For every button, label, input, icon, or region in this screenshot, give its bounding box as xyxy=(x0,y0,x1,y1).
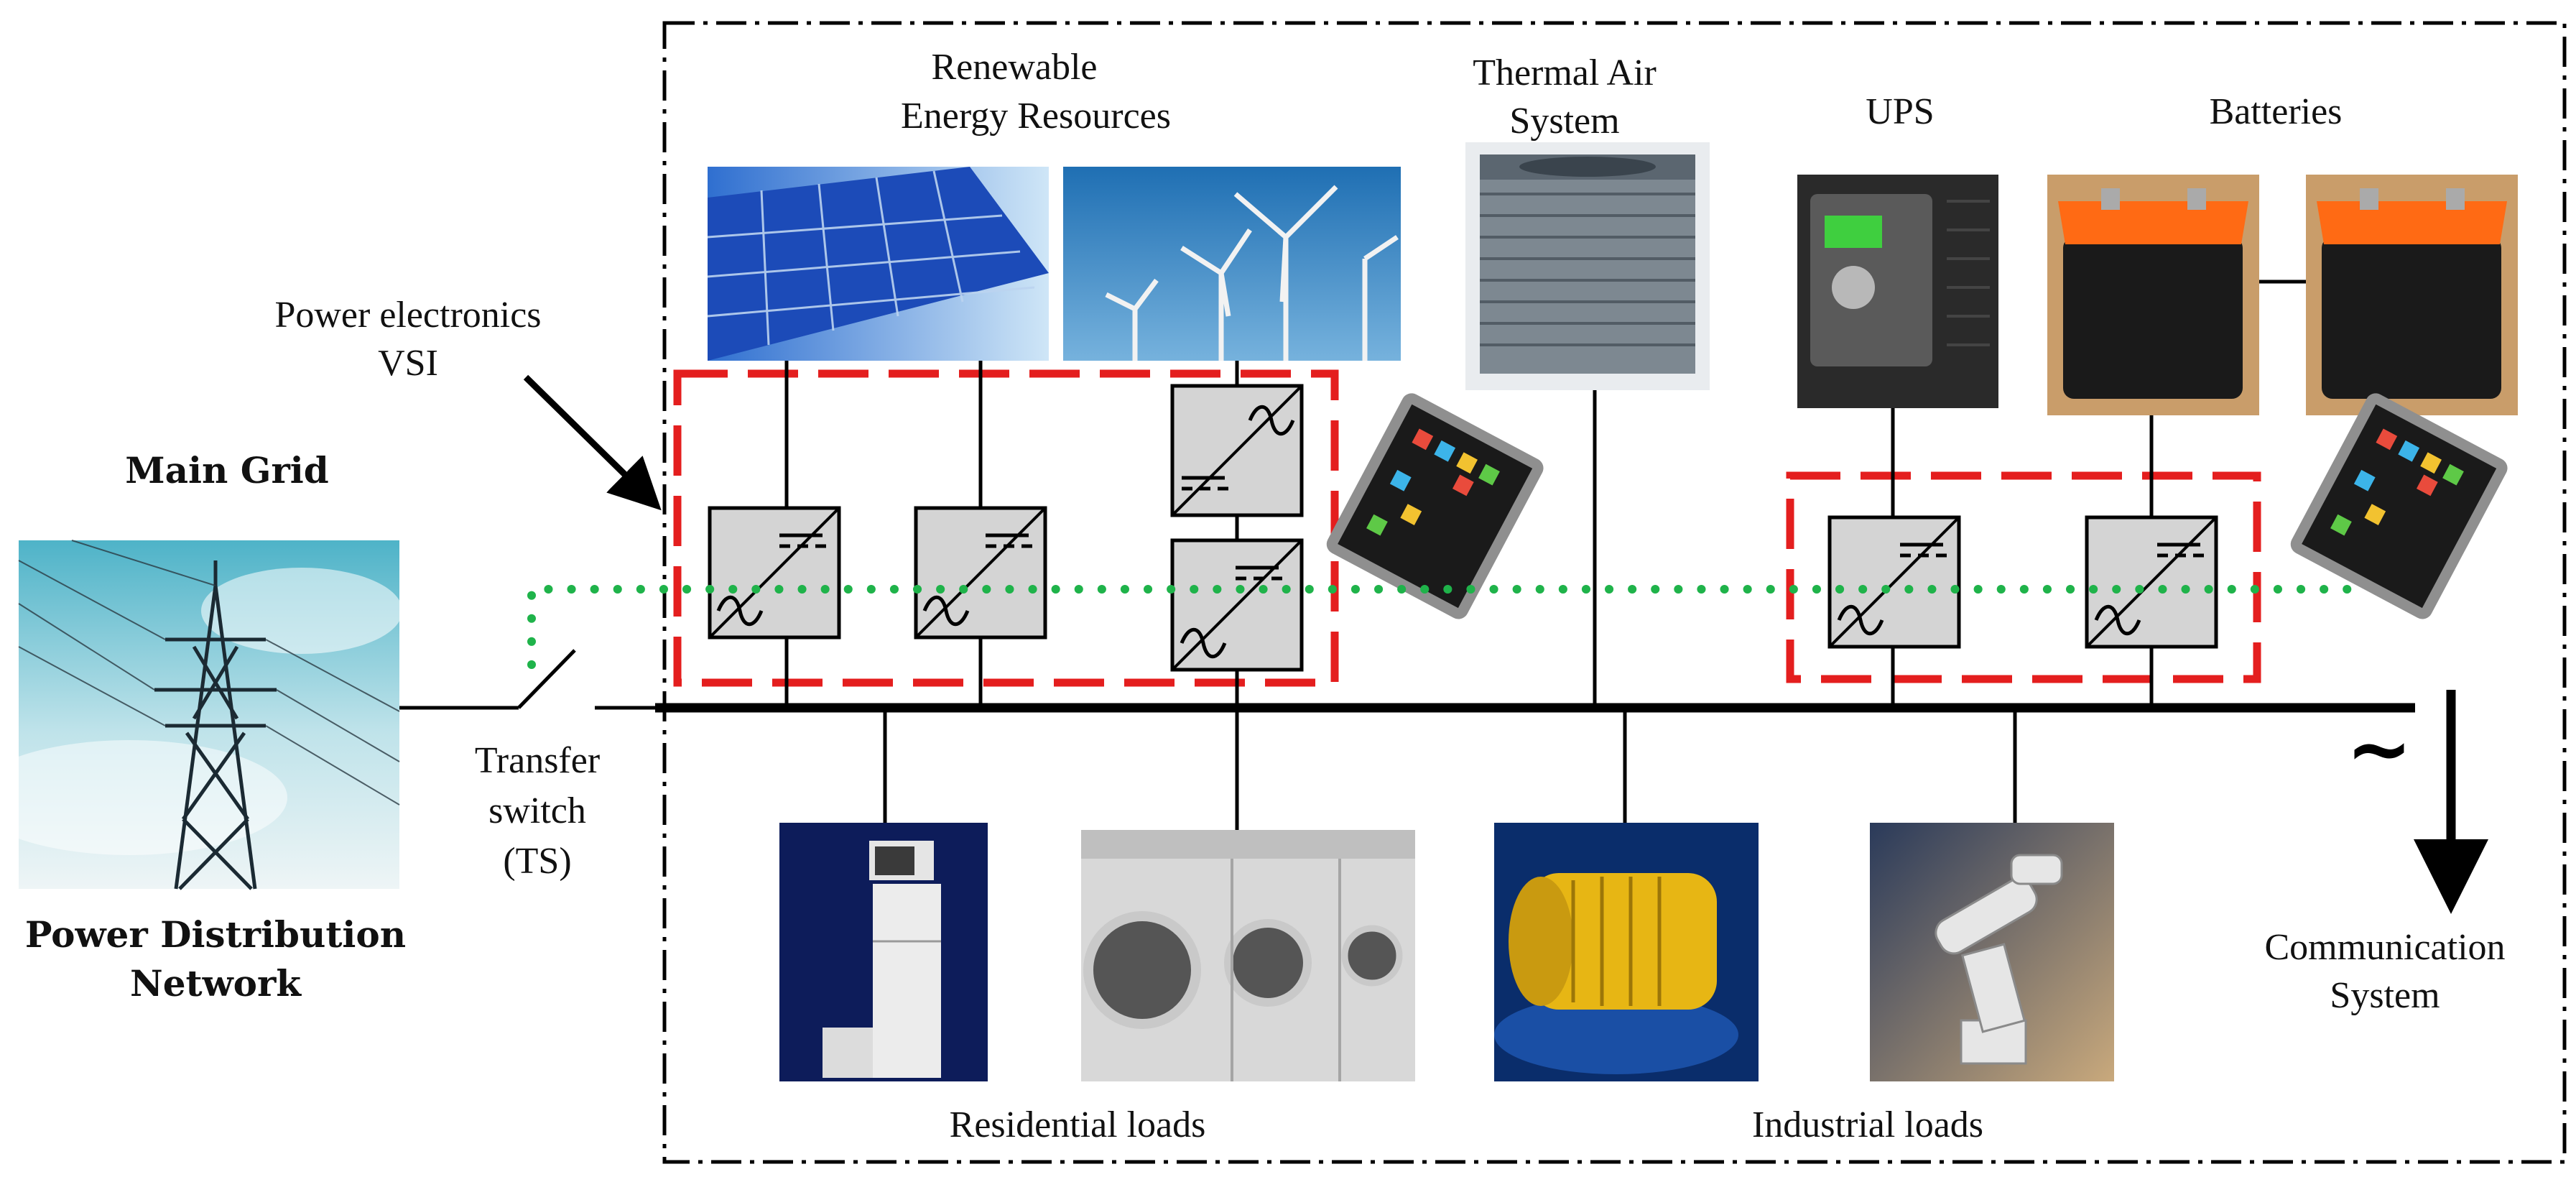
renewables-line1: Renewable xyxy=(931,47,1097,88)
main-grid-title: Main Grid xyxy=(125,449,329,491)
converter-wind-ac-dc xyxy=(1170,384,1304,517)
controller-tablet-2 xyxy=(2290,393,2508,619)
converter-wind-1 xyxy=(914,506,1047,640)
power-distribution-line1: Power Distribution xyxy=(25,913,406,956)
solar-panel-image xyxy=(707,167,1049,361)
wind-turbine-image xyxy=(1063,167,1401,361)
washing-machines-image xyxy=(1081,830,1415,1081)
electric-motor-image xyxy=(1494,823,1759,1081)
transfer-switch-line3: (TS) xyxy=(503,841,571,882)
power-distribution-line2: Network xyxy=(130,962,302,1005)
battery-1-image xyxy=(2047,175,2259,415)
battery-2-image xyxy=(2306,175,2518,415)
transfer-switch-line2: switch xyxy=(488,790,586,831)
power-electronics-line2: VSI xyxy=(378,343,438,384)
ups-label: UPS xyxy=(1866,91,1934,132)
transmission-tower-image xyxy=(0,540,402,890)
transfer-switch-line1: Transfer xyxy=(475,740,600,781)
residential-loads-label: Residential loads xyxy=(950,1104,1206,1145)
thermal-line1: Thermal Air xyxy=(1473,52,1657,93)
ac-symbol: ~ xyxy=(2346,703,2412,795)
controller-tablet-1 xyxy=(1326,393,1544,619)
converter-pv xyxy=(708,506,841,640)
renewables-line2: Energy Resources xyxy=(901,96,1171,137)
communication-line2: System xyxy=(2330,975,2440,1016)
converter-wind-dc-ac xyxy=(1170,538,1304,672)
ups-image xyxy=(1797,175,1998,408)
thermal-line2: System xyxy=(1509,101,1619,142)
fridge-microwave-image xyxy=(779,823,988,1081)
air-conditioner-image xyxy=(1465,142,1710,390)
power-electronics-arrow xyxy=(523,374,662,511)
converter-battery xyxy=(2085,515,2218,649)
batteries-label: Batteries xyxy=(2210,91,2343,132)
storage-vsi-group xyxy=(1786,471,2261,683)
communication-line1: Communication xyxy=(2264,927,2505,968)
converter-ups xyxy=(1827,515,1961,649)
power-electronics-line1: Power electronics xyxy=(274,295,541,336)
industrial-robot-image xyxy=(1870,823,2114,1081)
transfer-switch-blade[interactable] xyxy=(517,649,576,709)
industrial-loads-label: Industrial loads xyxy=(1752,1104,1983,1145)
communication-link xyxy=(527,585,2355,669)
